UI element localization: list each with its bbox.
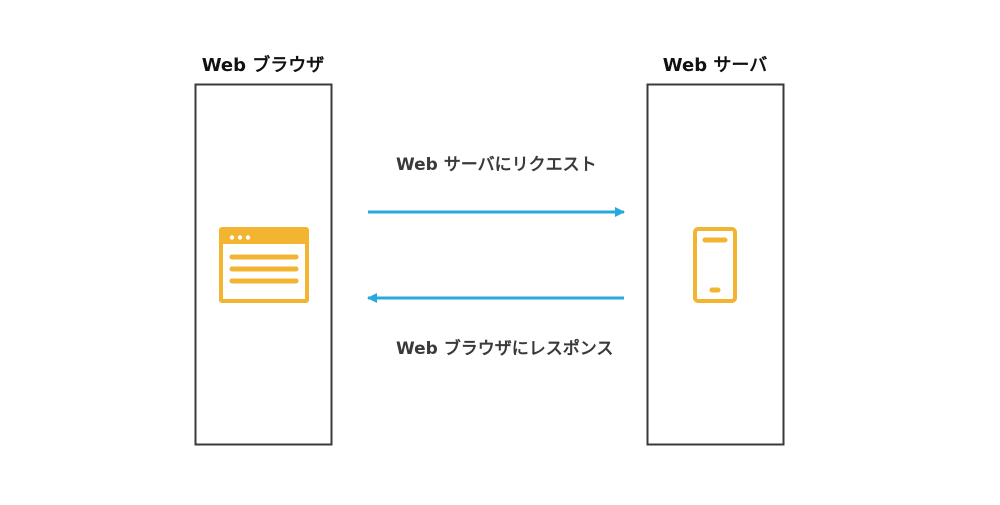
mobile-device-icon: [693, 227, 737, 303]
browser-window-icon: [219, 227, 309, 303]
server-title: Web サーバ: [663, 55, 767, 76]
browser-title: Web ブラウザ: [202, 54, 325, 76]
response-label: Web ブラウザにレスポンス: [396, 338, 613, 359]
request-label: Web サーバにリクエスト: [396, 155, 597, 175]
browser-box: [194, 83, 333, 446]
server-box: [646, 83, 785, 446]
